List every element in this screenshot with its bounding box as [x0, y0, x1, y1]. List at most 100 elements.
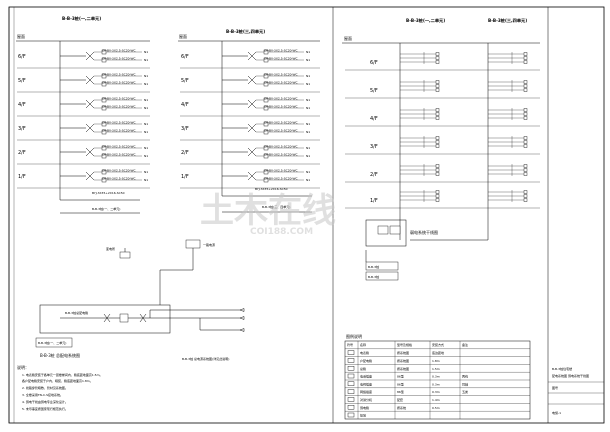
- floor-label: 1/F: [181, 174, 189, 180]
- sheet-label: 图号: [552, 385, 558, 390]
- floor-label: 4/F: [18, 102, 26, 108]
- circuit-label: N1: [144, 106, 148, 110]
- legend-cell: 五类: [462, 389, 468, 394]
- outlet-symbol: [523, 116, 528, 120]
- circuit-label: N1: [144, 146, 148, 150]
- switch-symbol: [263, 177, 269, 183]
- circuit-label: N1: [306, 122, 310, 126]
- outlet-symbol: [435, 60, 440, 64]
- floor-label: 3/F: [181, 126, 189, 132]
- circuit-label: N1: [306, 106, 310, 110]
- drawing-name: 配电系统图 弱电系统干线图: [552, 373, 589, 378]
- circuit-label: N1: [144, 130, 148, 134]
- outlet-symbol: [523, 172, 528, 176]
- notes-heading: 说明：: [17, 364, 29, 370]
- switch-symbol: [101, 97, 107, 103]
- notes-block: 说明： 1. 电表箱安装于各单元一层楼梯间内，箱底距地面高1.5m。 各户配电箱…: [17, 364, 103, 411]
- watermark-logo: 土木在线 COI188.COM: [200, 191, 336, 237]
- floor-label: 6/F: [370, 60, 378, 66]
- switch-symbol: [263, 73, 269, 79]
- main-box-label: B-B-3桩总配电箱: [65, 310, 88, 315]
- branch-cable-label: ZR-BV-3X2.5-SC20-WC: [102, 144, 136, 148]
- floor-label: 1/F: [370, 198, 378, 204]
- branch-cable-label: ZR-BV-3X2.5-SC20-WC: [102, 72, 136, 76]
- switch-symbol: [101, 177, 107, 183]
- switch-symbol: [101, 57, 107, 63]
- circuit-label: N1: [144, 74, 148, 78]
- main-distribution-box: [39, 304, 171, 334]
- branch-cable-label: ZR-BV-3X2.5-SC20-WC: [264, 72, 298, 76]
- floor-label: 3/F: [370, 144, 378, 150]
- circuit-label: N1: [144, 58, 148, 62]
- branch-cable-label: ZR-BV-3X2.5-SC20-WC: [102, 80, 136, 84]
- roof-label-c: 屋面: [344, 35, 352, 41]
- circuit-label: N1: [144, 154, 148, 158]
- outlet-symbol: [435, 112, 440, 116]
- circuit-label: N1: [306, 146, 310, 150]
- branch-cable-label: ZR-BV-3X2.5-SC20-WC: [264, 48, 298, 52]
- circuit-label: N1: [144, 82, 148, 86]
- legend-symbol: [347, 389, 355, 394]
- riser-label-b: B-B-3桩(三、四单元): [262, 204, 290, 209]
- switch-symbol: [263, 153, 269, 159]
- sheet-number: 电施-1: [552, 410, 561, 415]
- switch-symbol: [101, 121, 107, 127]
- riser-label-a: B-B-3桩(一、二单元): [92, 206, 120, 211]
- outlet-symbol: [435, 136, 440, 140]
- switch-symbol: [263, 145, 269, 151]
- branch-cable-label: ZR-BV-3X2.5-SC20-WC: [264, 144, 298, 148]
- weak-current-riser: B-B-3桩(一,二单元) B-B-3桩(三,四单元) 屋面 6/F5/F4/F…: [342, 17, 540, 281]
- legend-cell: 网络插座: [360, 389, 372, 394]
- section-b-title: B-B-3桩(三,四单元): [226, 28, 265, 35]
- branch-cable-label: ZR-BV-3X2.5-SC20-WC: [102, 56, 136, 60]
- outlet-symbol: [435, 116, 440, 120]
- outlet-symbol: [523, 112, 528, 116]
- breaker-symbol: [247, 171, 257, 181]
- legend-symbol: [347, 405, 355, 410]
- branch-cable-label: ZR-BV-3X2.5-SC20-WC: [102, 104, 136, 108]
- legend-cell: 86型: [397, 389, 404, 394]
- switch-symbol: [263, 169, 269, 175]
- branch-cable-label: ZR-BV-3X2.5-SC20-WC: [102, 128, 136, 132]
- weak-current-title: 弱电系统干线图: [410, 229, 438, 235]
- switch-symbol: [263, 57, 269, 63]
- breaker-symbol: [85, 171, 95, 181]
- project-name: B-B-3桩住宅楼: [552, 366, 572, 371]
- circuit-label: N1: [306, 82, 310, 86]
- branch-cable-label: ZR-BV-3X2.5-SC20-WC: [264, 176, 298, 180]
- watermark-subtext: COI188.COM: [250, 227, 313, 237]
- switch-symbol: [263, 105, 269, 111]
- branch-cable-label: ZR-BV-3X2.5-SC20-WC: [264, 56, 298, 60]
- outlet-symbol: [523, 198, 528, 202]
- branch-cable-label: ZR-BV-3X2.5-SC20-WC: [264, 128, 298, 132]
- distribution-note: B-B-3桩 总电源系统图(详见此说明): [182, 356, 229, 361]
- legend-symbol: [347, 350, 355, 355]
- legend-cell: 按系统图: [397, 350, 409, 355]
- switch-symbol: [101, 169, 107, 175]
- circuit-label: N1: [306, 74, 310, 78]
- legend-cell: 86型: [397, 374, 404, 379]
- legend-cell: 1.4m: [432, 398, 440, 402]
- outlet-symbol: [435, 108, 440, 112]
- watermark-text: 土木在线: [200, 191, 336, 231]
- legend-symbol: [347, 358, 355, 363]
- floor-label: 2/F: [18, 150, 26, 156]
- legend-cell: 电视插座: [360, 381, 372, 386]
- branch-cable-label: ZR-BV-3X2.5-SC20-WC: [102, 96, 136, 100]
- circuit-label: N1: [144, 98, 148, 102]
- outlet-symbol: [435, 198, 440, 202]
- outlet-symbol: [523, 56, 528, 60]
- circuit-label: N1: [306, 154, 310, 158]
- legend-cell: 对讲分机: [360, 397, 372, 402]
- breaker-symbol: [247, 147, 257, 157]
- floor-label: 2/F: [370, 172, 378, 178]
- legend-symbol: [347, 397, 355, 402]
- section-d-title: B-B-3桩(三,四单元): [488, 17, 527, 24]
- legend-cell: 0.3m: [432, 375, 440, 379]
- breaker-symbol: [247, 123, 257, 133]
- switch-symbol: [101, 81, 107, 87]
- branch-cable-label: ZR-BV-3X2.5-SC20-WC: [102, 176, 136, 180]
- floor-label: 6/F: [181, 54, 189, 60]
- outlet-symbol: [435, 88, 440, 92]
